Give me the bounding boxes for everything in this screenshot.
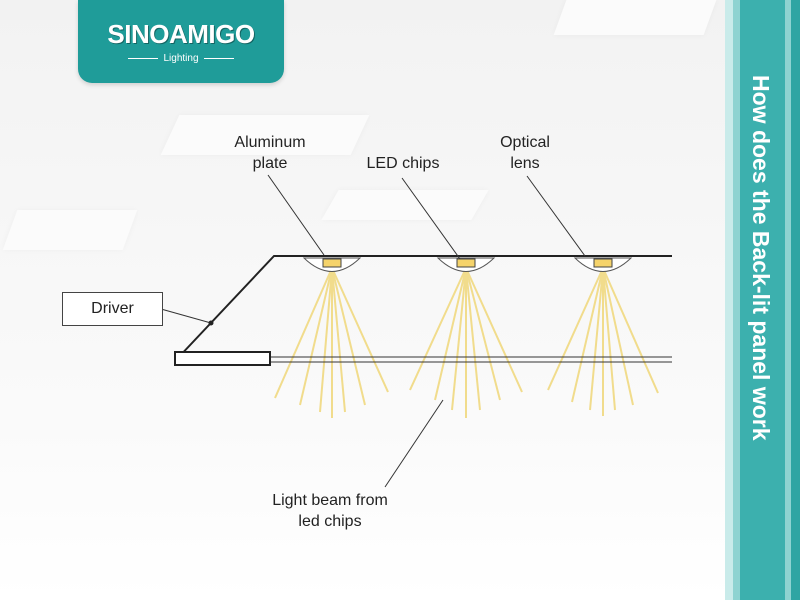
light-ray — [465, 267, 523, 393]
brand-subtitle-text: Lighting — [163, 53, 199, 64]
led-chip — [322, 258, 342, 268]
light-ray — [602, 267, 659, 394]
light-ray — [589, 267, 604, 411]
led-chip — [593, 258, 613, 268]
light-ray — [331, 267, 346, 413]
leader-led-chips — [401, 177, 461, 260]
light-beams — [274, 267, 659, 418]
label-optical-lens-line1: Optical — [500, 134, 550, 151]
driver-connection-dot — [208, 320, 214, 326]
leader-aluminum-plate — [267, 174, 325, 256]
backlit-panel-diagram — [160, 174, 672, 488]
light-ray — [465, 267, 501, 401]
aluminum-plate-line — [175, 255, 672, 361]
sidebar — [725, 0, 800, 600]
light-ray — [409, 267, 467, 391]
led-module-2 — [436, 257, 496, 272]
label-light-beam-line1: Light beam from — [272, 492, 388, 509]
brand-logo: SINOAMIGO Lighting — [78, 0, 284, 83]
light-ray — [299, 267, 333, 406]
sidebar-stripe — [791, 0, 800, 600]
label-aluminum-plate: Aluminum plate — [210, 132, 330, 174]
sidebar-stripe — [725, 0, 733, 600]
logo-rule-right — [203, 57, 234, 59]
light-ray — [451, 267, 467, 411]
label-light-beam: Light beam from led chips — [245, 490, 415, 532]
label-aluminum-plate-line1: Aluminum — [234, 134, 306, 151]
brand-subtitle: Lighting — [78, 53, 284, 64]
driver-unit — [174, 351, 271, 366]
label-driver: Driver — [62, 292, 163, 326]
led-chip — [456, 258, 476, 268]
sidebar-stripe — [785, 0, 791, 600]
sidebar-title: How does the Back-lit panel work — [748, 75, 774, 441]
led-module-3 — [573, 257, 633, 272]
light-ray — [319, 267, 333, 413]
led-module-1 — [302, 257, 362, 272]
sidebar-stripe — [733, 0, 740, 600]
light-ray — [602, 267, 616, 411]
label-optical-lens: Optical lens — [470, 132, 580, 174]
light-ray — [434, 267, 467, 401]
light-ray — [465, 267, 481, 411]
label-optical-lens-line2: lens — [510, 155, 540, 172]
leader-optical-lens — [526, 175, 586, 257]
logo-rule-left — [128, 57, 159, 59]
light-ray — [331, 267, 389, 393]
light-ray — [602, 267, 634, 406]
sidebar-stripe — [740, 0, 785, 600]
label-aluminum-plate-line2: plate — [252, 155, 288, 172]
brand-name: SINOAMIGO — [107, 19, 255, 49]
light-ray — [331, 267, 366, 406]
leader-light-beam — [384, 399, 444, 488]
light-ray — [274, 267, 333, 399]
label-light-beam-line2: led chips — [298, 513, 362, 530]
leader-driver — [160, 308, 212, 324]
light-ray — [547, 267, 604, 391]
light-ray — [571, 267, 604, 403]
label-led-chips: LED chips — [366, 155, 440, 172]
